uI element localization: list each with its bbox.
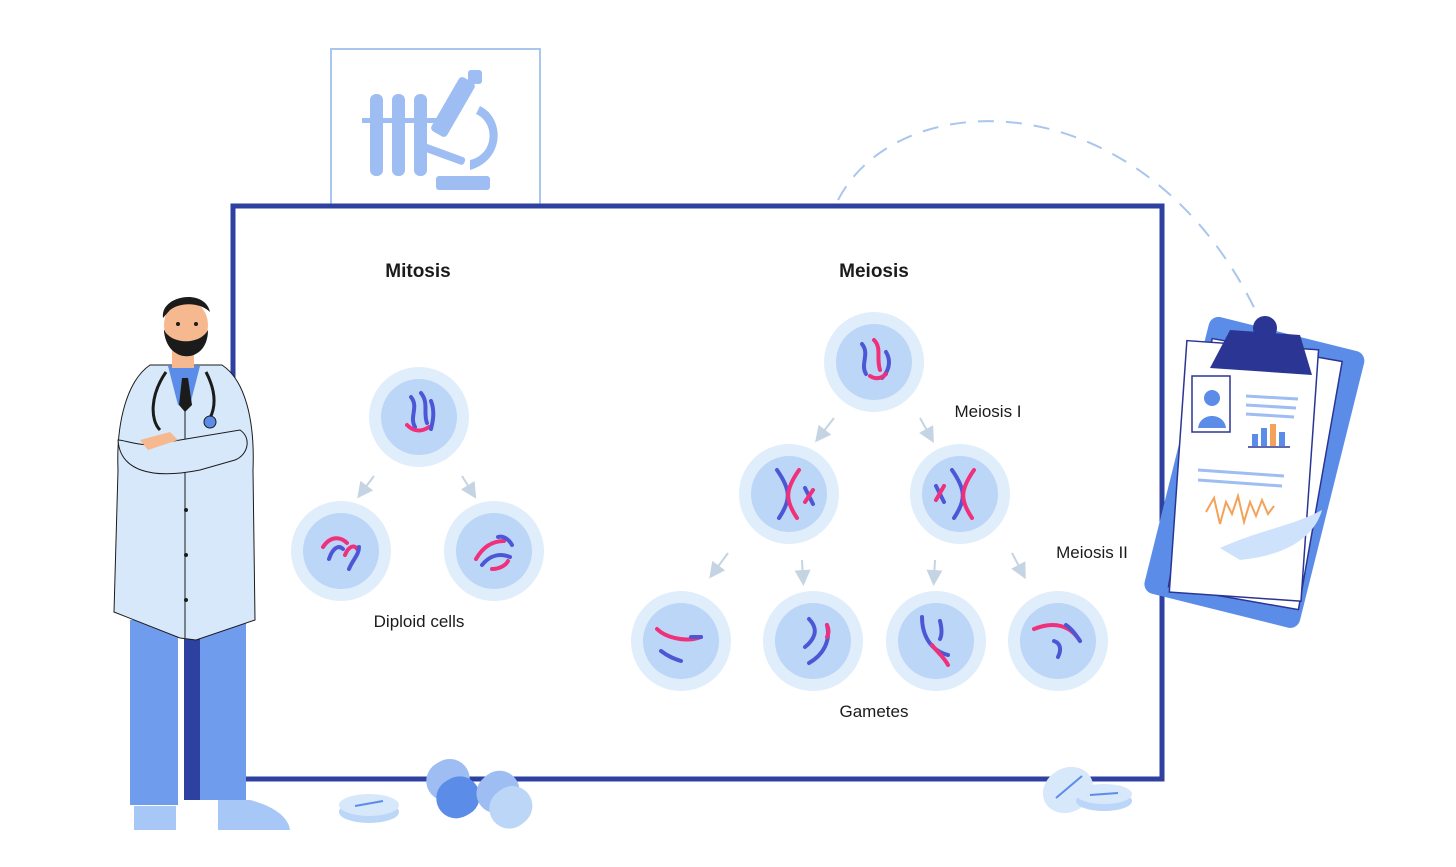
chromosome (474, 539, 506, 561)
diploid-cell (291, 501, 391, 601)
cell-nucleus (922, 456, 998, 532)
meiosis-title: Meiosis (839, 261, 909, 282)
arrow (815, 417, 835, 443)
microscope-icon (420, 70, 498, 190)
chromosome (961, 468, 976, 520)
gamete-cell (1008, 591, 1108, 691)
arrow (460, 475, 477, 499)
diploid-cells-label: Diploid cells (374, 612, 465, 631)
chromosome (490, 559, 510, 571)
chromosome (480, 553, 512, 567)
chromosome (343, 544, 359, 557)
beard (164, 330, 208, 357)
chromosome (803, 488, 815, 504)
chromosome (1052, 639, 1063, 659)
chromosome (1064, 623, 1082, 643)
tie (179, 378, 192, 412)
face (164, 300, 208, 350)
meiosis-1-cell (910, 444, 1010, 544)
meiosis-1-cell (739, 444, 839, 544)
gamete-cell (763, 591, 863, 691)
whiteboard (230, 203, 1165, 782)
doctor (113, 297, 290, 830)
cells (291, 312, 1108, 691)
gamete-cell (631, 591, 731, 691)
pill-icon (1076, 784, 1132, 811)
heartbeat-icon (1205, 492, 1275, 526)
arrow (1011, 552, 1026, 580)
chromosome (868, 372, 888, 381)
chromosome (786, 468, 801, 520)
chromosome (934, 484, 946, 502)
chromosome (429, 399, 436, 431)
chromosome (930, 643, 950, 667)
chromosome (321, 536, 349, 549)
cell-nucleus (381, 379, 457, 455)
chromosome (872, 338, 882, 372)
report-lines-icon (1197, 394, 1299, 488)
mitosis-parent-cell (369, 367, 469, 467)
shoe-icon (218, 800, 290, 830)
chromosome (347, 545, 361, 571)
crossed-arms (117, 429, 248, 475)
mitosis-title: Mitosis (385, 261, 450, 282)
chromosome (659, 649, 683, 663)
meiosis-2-label: Meiosis II (1056, 543, 1128, 562)
gametes-label: Gametes (840, 702, 909, 721)
cell-nucleus (303, 513, 379, 589)
doctor-leg (130, 620, 178, 805)
capsule-icon (476, 770, 533, 829)
clipboard (1144, 316, 1365, 628)
chromosome (825, 623, 831, 639)
cell-nucleus (898, 603, 974, 679)
meiosis-1-label: Meiosis I (954, 402, 1021, 421)
arrow (357, 475, 375, 499)
lab-sign (330, 48, 541, 207)
test-tubes-icon (362, 94, 438, 176)
hair (162, 297, 210, 318)
shoe-icon (134, 806, 176, 830)
cell-nucleus (456, 513, 532, 589)
dashed-arc (837, 120, 1261, 321)
pill-icon (339, 794, 399, 823)
chromosome (419, 391, 429, 425)
patient-photo-icon (1191, 375, 1231, 433)
chromosome (405, 423, 431, 433)
diploid-cell (444, 501, 544, 601)
division-arrows (357, 417, 1026, 586)
arrow (919, 417, 934, 443)
capsule-icon (426, 759, 480, 819)
cell-nucleus (836, 324, 912, 400)
chromosome (920, 615, 950, 657)
chromosome (496, 534, 514, 547)
bar-chart-icon (1248, 424, 1290, 448)
pills (339, 759, 1132, 829)
gamete-cell (886, 591, 986, 691)
arrow (926, 559, 943, 586)
chromosome (327, 545, 345, 561)
chromosome (860, 342, 868, 376)
chromosome (409, 395, 417, 429)
meiosis-parent-cell (824, 312, 924, 412)
chromosome (938, 619, 944, 641)
chromosome (803, 617, 817, 649)
arrow (794, 559, 811, 586)
arrow (709, 552, 729, 579)
